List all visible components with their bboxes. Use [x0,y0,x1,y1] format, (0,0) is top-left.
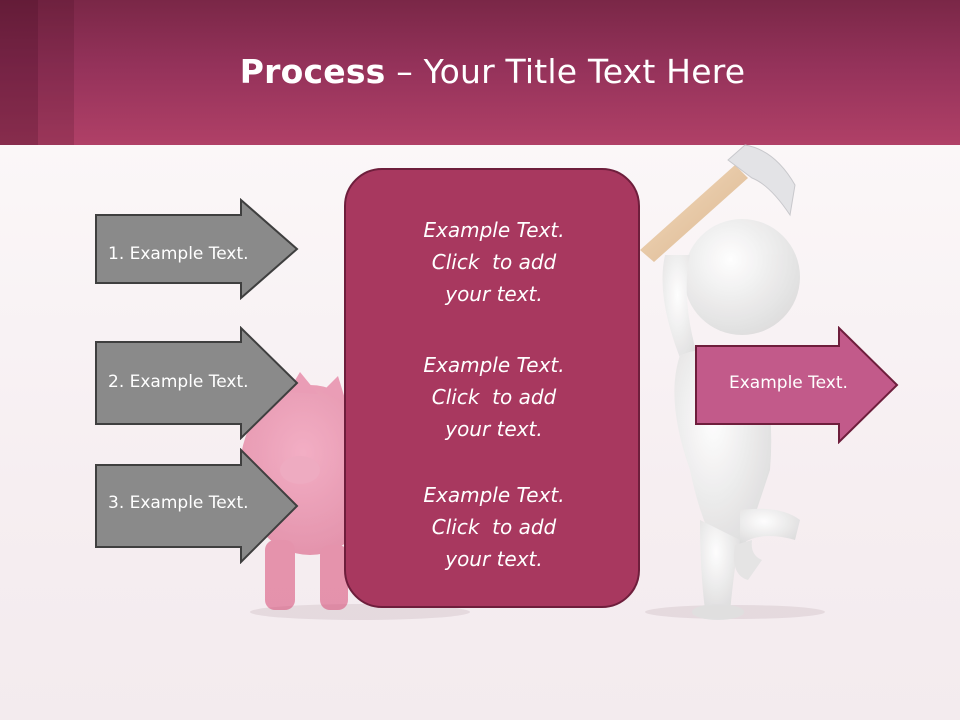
left-arrow-3[interactable] [94,448,300,564]
right-arrow[interactable] [694,326,900,444]
left-arrow-1[interactable] [94,198,300,300]
center-line: Click to add [431,515,557,539]
title-rest: – Your Title Text Here [385,52,746,91]
slide-title[interactable]: Process – Your Title Text Here [0,52,960,91]
center-line: Click to add [431,250,557,274]
center-line: Click to add [431,385,557,409]
left-arrow-3-label: 3. Example Text. [108,493,249,513]
center-line: your text. [445,547,543,571]
header-stripe [38,0,74,145]
center-text-box[interactable]: Example Text. Click to add your text. Ex… [344,168,640,608]
header-bar [0,0,960,145]
center-line: your text. [445,417,543,441]
left-arrow-2[interactable] [94,326,300,440]
right-arrow-label: Example Text. [729,373,848,393]
hammer-icon [640,144,796,262]
center-line: Example Text. [423,353,565,377]
center-text-block-2: Example Text. Click to add your text. [346,349,642,445]
left-arrow-1-label: 1. Example Text. [108,244,249,264]
header-stripe [0,0,38,145]
center-text-block-1: Example Text. Click to add your text. [346,214,642,310]
left-arrow-2-label: 2. Example Text. [108,372,249,392]
center-line: your text. [445,282,543,306]
center-text-block-3: Example Text. Click to add your text. [346,479,642,575]
center-line: Example Text. [423,483,565,507]
title-bold: Process [239,52,386,91]
center-line: Example Text. [423,218,565,242]
